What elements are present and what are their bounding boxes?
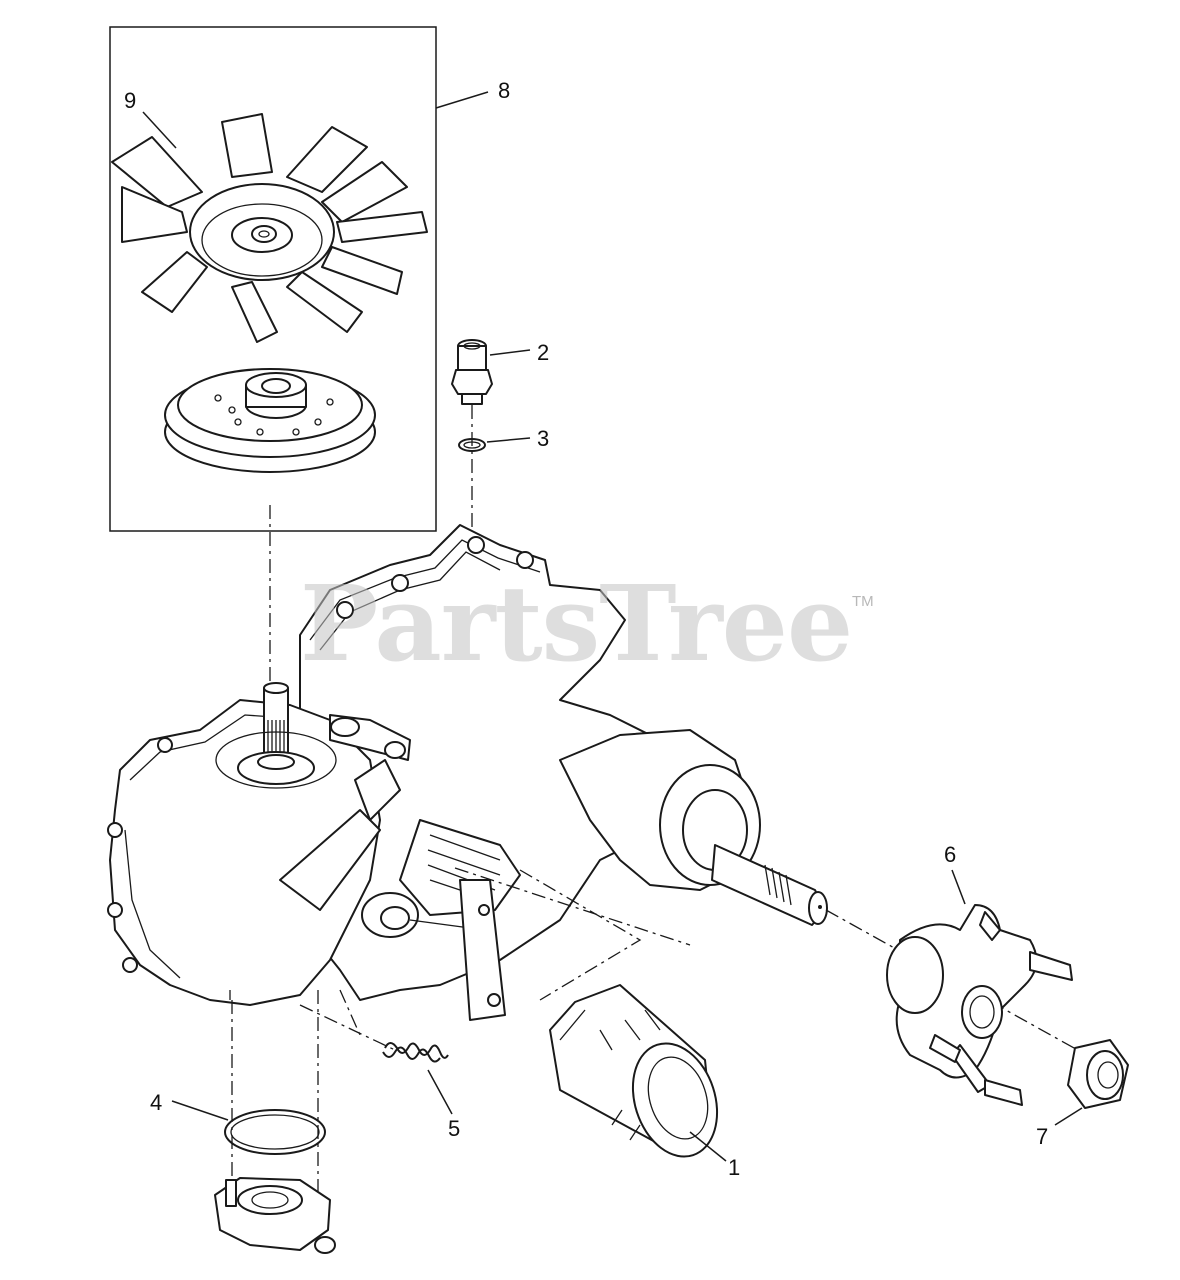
callout-6: 6 bbox=[944, 842, 957, 867]
callout-7: 7 bbox=[1036, 1124, 1049, 1149]
leader-1 bbox=[689, 1131, 727, 1162]
cooling-fan bbox=[111, 113, 428, 343]
spring-centerline bbox=[299, 1004, 396, 1051]
callout-2: 2 bbox=[537, 340, 550, 365]
leader-8 bbox=[435, 91, 489, 109]
kit-inset-box bbox=[109, 26, 437, 532]
leader-3 bbox=[486, 437, 531, 443]
callout-1: 1 bbox=[728, 1155, 741, 1180]
o-ring-large bbox=[224, 1109, 326, 1155]
wheel-hub bbox=[886, 904, 1073, 1106]
spring bbox=[382, 1042, 449, 1063]
callout-9: 9 bbox=[124, 88, 137, 113]
leader-2 bbox=[489, 349, 531, 356]
callout-4: 4 bbox=[150, 1090, 163, 1115]
callout-5: 5 bbox=[448, 1116, 461, 1141]
partstree-watermark: PartsTree bbox=[300, 562, 853, 685]
lug-nut bbox=[1067, 1039, 1129, 1109]
leader-7 bbox=[1054, 1107, 1083, 1126]
pulley bbox=[164, 368, 376, 473]
o-ring-large-inner bbox=[230, 1114, 320, 1150]
callout-3: 3 bbox=[537, 426, 550, 451]
oil-filter bbox=[549, 984, 719, 1158]
leader-6 bbox=[951, 869, 966, 905]
callout-8: 8 bbox=[498, 78, 511, 103]
transaxle-housing bbox=[107, 524, 828, 1036]
drain-cover bbox=[214, 1177, 336, 1254]
fitting bbox=[451, 339, 493, 405]
leader-4 bbox=[171, 1100, 229, 1121]
trademark-symbol: TM bbox=[852, 593, 874, 610]
leader-5 bbox=[427, 1069, 453, 1115]
leader-9 bbox=[142, 111, 177, 149]
